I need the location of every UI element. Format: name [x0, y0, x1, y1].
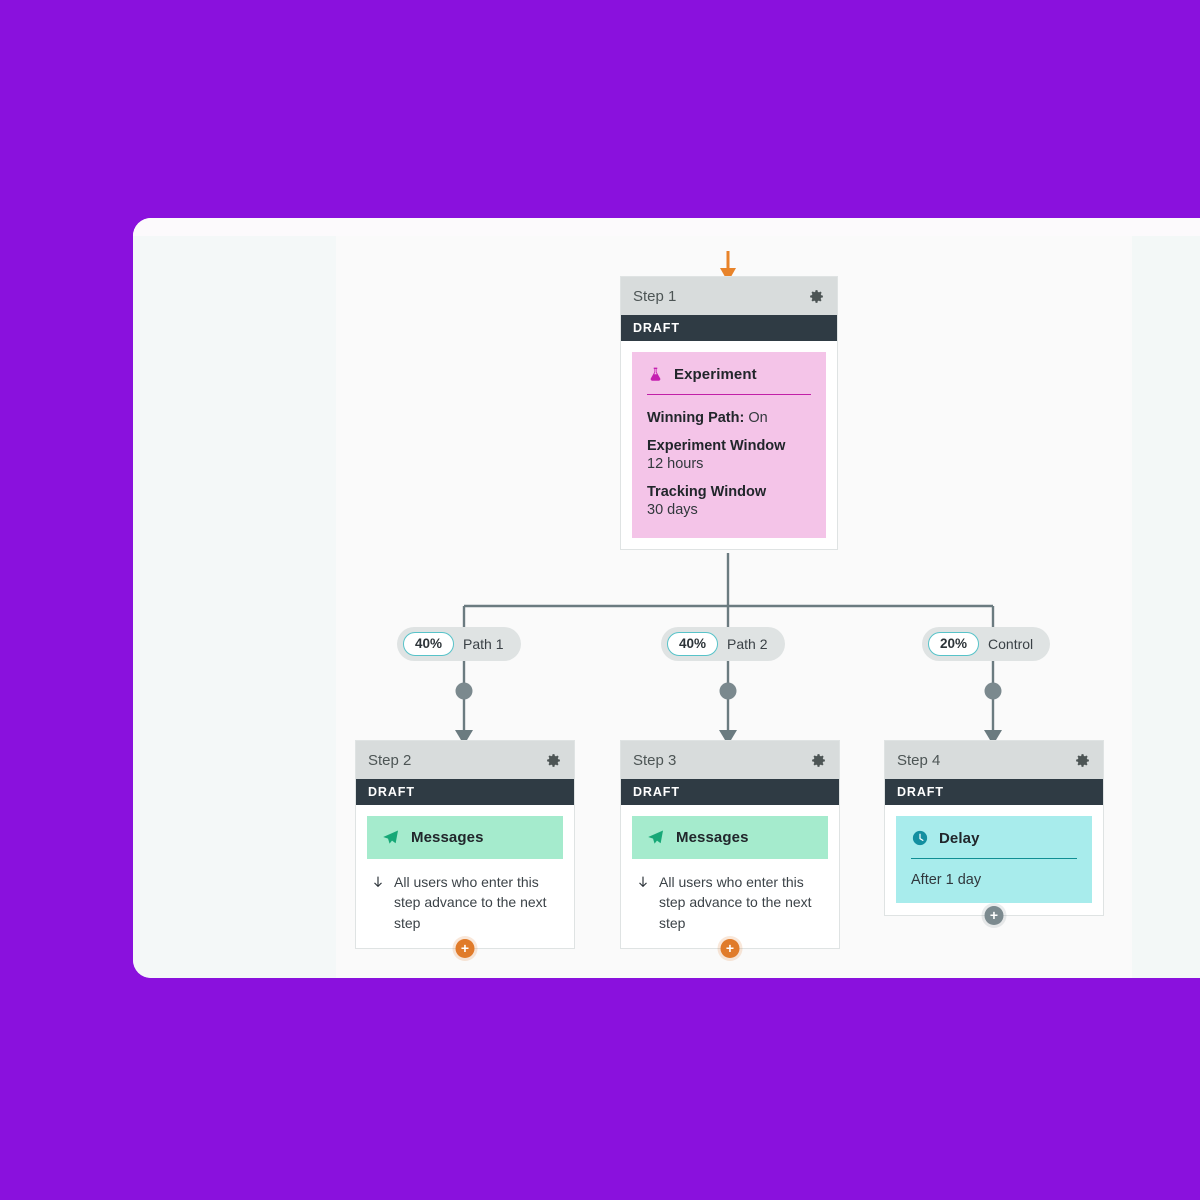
experiment-block[interactable]: Experiment Winning Path: On Experiment W…	[632, 352, 826, 538]
gear-icon[interactable]	[808, 288, 825, 305]
step-4-body: Delay After 1 day	[885, 805, 1103, 915]
plus-icon: +	[725, 939, 735, 956]
step-4-status-badge: DRAFT	[885, 779, 1103, 805]
canvas-top-strip	[133, 218, 1200, 236]
step-card-step-3[interactable]: Step 3 DRAFT Messages A	[620, 740, 840, 958]
branch-connector-3	[984, 661, 1002, 745]
step-2-branch-note-text: All users who enter this step advance to…	[394, 874, 547, 931]
experiment-block-header: Experiment	[647, 365, 811, 394]
control-label: Control	[988, 636, 1034, 652]
tracking-window-value: 30 days	[647, 502, 698, 519]
delay-divider	[911, 858, 1077, 859]
paper-plane-icon	[648, 830, 664, 844]
path-1-percent-badge: 40%	[403, 632, 455, 656]
path-pill-path-2[interactable]: 40% Path 2	[661, 627, 785, 661]
add-step-button[interactable]: +	[984, 906, 1004, 925]
step-2-body: Messages All users who enter this step a…	[356, 805, 574, 948]
step-3-branch-note: All users who enter this step advance to…	[632, 859, 828, 948]
gear-icon[interactable]	[1074, 752, 1091, 769]
experiment-field-experiment-window: Experiment Window 12 hours	[647, 437, 811, 474]
tracking-window-key: Tracking Window	[647, 483, 767, 500]
plus-icon: +	[460, 939, 470, 956]
messages-block[interactable]: Messages	[367, 816, 563, 859]
path-pill-path-1[interactable]: 40% Path 1	[397, 627, 521, 661]
clock-icon	[912, 830, 928, 846]
swimlane-right	[1132, 218, 1200, 978]
step-4-title: Step 4	[897, 751, 941, 769]
step-card-step-2[interactable]: Step 2 DRAFT Messages A	[355, 740, 575, 958]
experiment-field-tracking-window: Tracking Window 30 days	[647, 483, 811, 520]
add-step-button[interactable]: +	[455, 938, 475, 958]
delay-block[interactable]: Delay After 1 day	[896, 816, 1092, 903]
step-card-step-4[interactable]: Step 4 DRAFT Delay A	[884, 740, 1104, 925]
swimlane-left	[133, 218, 336, 978]
step-2-branch-note: All users who enter this step advance to…	[367, 859, 563, 948]
step-1-title-bar[interactable]: Step 1	[621, 277, 837, 315]
step-1-status-badge: DRAFT	[621, 315, 837, 341]
messages-block[interactable]: Messages	[632, 816, 828, 859]
branch-connector-1	[455, 661, 473, 745]
step-3-status-badge: DRAFT	[621, 779, 839, 805]
step-1-body: Experiment Winning Path: On Experiment W…	[621, 341, 837, 549]
messages-block-label: Messages	[411, 829, 484, 846]
step-3-title: Step 3	[633, 751, 677, 769]
step-card-step-1[interactable]: Step 1 DRAFT Experiment	[620, 276, 838, 550]
flask-icon	[650, 367, 661, 381]
step-2-status-badge: DRAFT	[356, 779, 574, 805]
delay-detail-text: After 1 day	[911, 872, 982, 888]
step-3-body: Messages All users who enter this step a…	[621, 805, 839, 948]
gear-icon[interactable]	[810, 752, 827, 769]
delay-block-header: Delay	[911, 829, 1077, 858]
experiment-block-label: Experiment	[674, 365, 757, 383]
arrow-down-into-step-icon	[639, 876, 647, 888]
gear-icon[interactable]	[545, 752, 562, 769]
step-3-title-bar[interactable]: Step 3	[621, 741, 839, 779]
experiment-window-key: Experiment Window	[647, 437, 786, 454]
path-2-label: Path 2	[727, 636, 768, 652]
experiment-divider	[647, 394, 811, 395]
delay-block-label: Delay	[939, 829, 980, 847]
arrow-down-into-step-icon	[374, 876, 382, 888]
step-2-title-bar[interactable]: Step 2	[356, 741, 574, 779]
experiment-field-winning-path: Winning Path: On	[647, 409, 811, 428]
experiment-window-value: 12 hours	[647, 456, 704, 473]
step-3-branch-note-text: All users who enter this step advance to…	[659, 874, 812, 931]
branch-connector-2	[719, 661, 737, 745]
path-1-label: Path 1	[463, 636, 504, 652]
messages-block-label: Messages	[676, 829, 749, 846]
step-4-title-bar[interactable]: Step 4	[885, 741, 1103, 779]
winning-path-key: Winning Path:	[647, 410, 745, 426]
path-pill-control[interactable]: 20% Control	[922, 627, 1051, 661]
control-percent-badge: 20%	[928, 632, 980, 656]
step-1-body-spacer	[632, 538, 826, 549]
plus-icon: +	[989, 907, 999, 923]
step-2-title: Step 2	[368, 751, 412, 769]
path-2-percent-badge: 40%	[667, 632, 719, 656]
paper-plane-icon	[383, 830, 399, 844]
winning-path-value: On	[748, 410, 768, 426]
workflow-canvas-panel: Step 1 DRAFT Experiment	[133, 218, 1200, 978]
add-step-button[interactable]: +	[720, 938, 740, 958]
step-1-title: Step 1	[633, 287, 677, 305]
